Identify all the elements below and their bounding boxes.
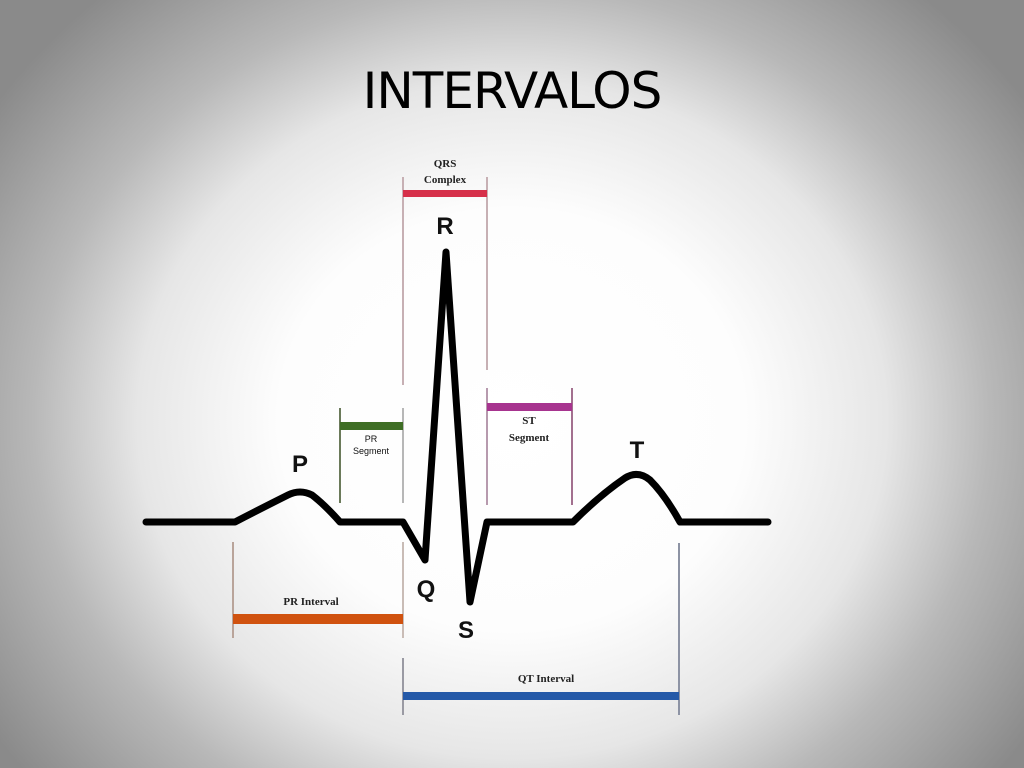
- qt-interval-bracket: QT Interval: [402, 543, 680, 715]
- pr-segment-bracket: PR Segment: [339, 408, 404, 503]
- st-segment-label-line2: Segment: [509, 432, 550, 444]
- t-wave-label: T: [630, 437, 645, 464]
- pr-interval-bracket: PR Interval: [232, 542, 404, 638]
- st-segment-bracket: ST Segment: [486, 388, 573, 505]
- r-wave-label: R: [436, 213, 453, 240]
- qrs-label-line2: Complex: [424, 174, 467, 186]
- slide-title: INTERVALOS: [362, 62, 663, 120]
- s-wave-label: S: [458, 617, 474, 644]
- q-wave-label: Q: [417, 576, 436, 603]
- qrs-label-line1: QRS: [434, 158, 457, 170]
- pr-segment-label-line2: Segment: [353, 446, 390, 456]
- pr-segment-label-line1: PR: [365, 434, 378, 444]
- qt-interval-label: QT Interval: [518, 673, 574, 685]
- qrs-complex-bracket: QRS Complex: [402, 158, 488, 385]
- pr-interval-label: PR Interval: [283, 596, 338, 608]
- p-wave-label: P: [292, 451, 308, 478]
- st-segment-label-line1: ST: [522, 415, 536, 427]
- ecg-waveform: [142, 248, 772, 606]
